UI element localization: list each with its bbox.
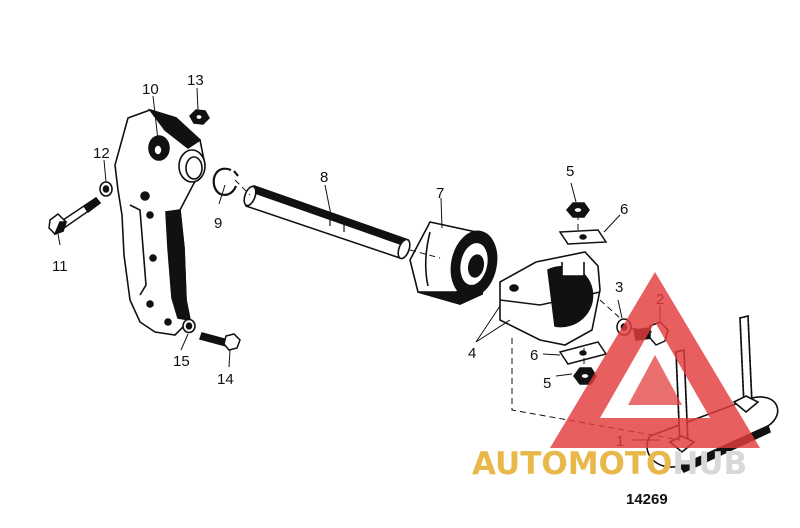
- bushing-part-7: [409, 221, 498, 305]
- snap-ring-part-9: [212, 167, 239, 196]
- callout-10: 10: [142, 81, 159, 98]
- nut-part-5-top: [566, 202, 590, 218]
- watermark-hub: HUB: [672, 446, 747, 482]
- callout-6-top: 6: [620, 201, 628, 218]
- callout-7: 7: [436, 185, 444, 202]
- callout-9: 9: [214, 215, 222, 232]
- callout-6-bottom: 6: [530, 347, 538, 364]
- bolt-part-14: [199, 332, 241, 351]
- mounting-bracket-part-10: [114, 108, 206, 336]
- callout-15: 15: [173, 353, 190, 370]
- callout-8: 8: [320, 169, 328, 186]
- figure-number: 14269: [626, 491, 668, 508]
- watermark-automoto: AUTOMOTO: [472, 446, 672, 482]
- callout-3: 3: [615, 279, 623, 296]
- nut-part-13: [189, 109, 210, 125]
- callout-14: 14: [217, 371, 234, 388]
- bolt-part-11: [48, 196, 102, 236]
- washer-part-12: [99, 181, 113, 197]
- callout-5-top: 5: [566, 163, 574, 180]
- svg-text:AUTOMOTOHUB: AUTOMOTOHUB: [472, 446, 747, 482]
- plate-part-6-top: [558, 229, 608, 245]
- callout-11: 11: [52, 258, 68, 275]
- watermark-logo: [550, 272, 760, 448]
- callout-12: 12: [93, 145, 110, 162]
- watermark-text: AUTOMOTOHUB: [472, 446, 747, 482]
- pivot-shaft-part-8: [243, 184, 411, 260]
- plate-part-6-bottom: [558, 341, 608, 365]
- callout-13: 13: [187, 72, 204, 89]
- callout-4: 4: [468, 345, 476, 362]
- clamp-housing-part-4: [499, 251, 601, 346]
- callout-5-bottom: 5: [543, 375, 551, 392]
- triangle-logo-icon: [550, 272, 760, 448]
- washer-part-15: [182, 318, 196, 334]
